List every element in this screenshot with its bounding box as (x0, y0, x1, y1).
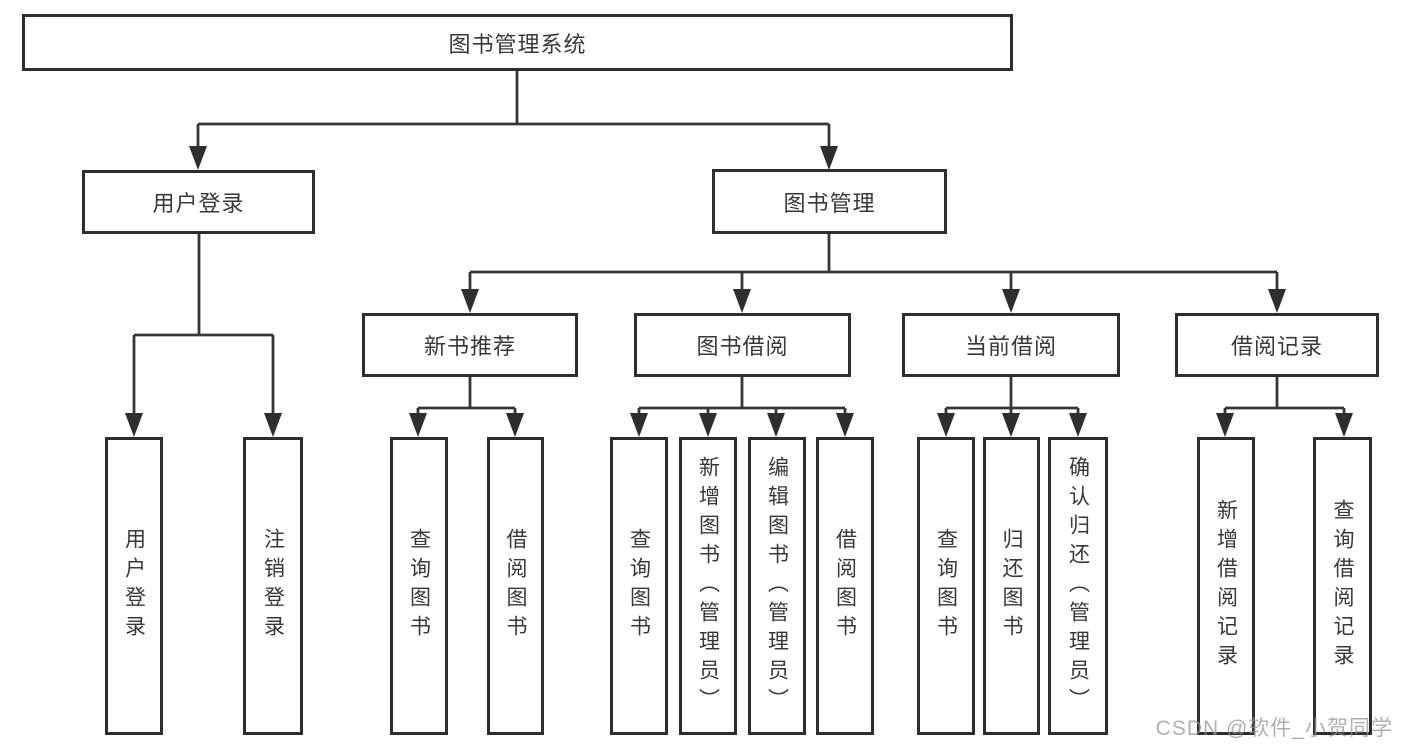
node-leaf-logout: 注销登录 (243, 437, 303, 735)
node-leaf-edit-books-admin: 编辑图书（管理员） (748, 437, 806, 735)
node-current-borrowing: 当前借阅 (902, 313, 1120, 377)
node-leaf-add-borrow-record: 新增借阅记录 (1197, 437, 1255, 735)
node-user-login: 用户登录 (82, 170, 315, 234)
node-leaf-return-books: 归还图书 (983, 437, 1040, 735)
node-leaf-query-books-current: 查询图书 (917, 437, 975, 735)
csdn-watermark: CSDN @软件_小贺同学 (1155, 717, 1393, 740)
node-leaf-confirm-return-admin: 确认归还（管理员） (1048, 437, 1108, 735)
node-leaf-borrow-books-borrow: 借阅图书 (816, 437, 874, 735)
node-leaf-query-books-borrow: 查询图书 (610, 437, 668, 735)
node-new-book-recommend: 新书推荐 (362, 313, 578, 377)
node-leaf-add-books-admin: 新增图书（管理员） (679, 437, 737, 735)
node-root: 图书管理系统 (22, 14, 1013, 71)
node-book-management: 图书管理 (712, 169, 947, 234)
node-book-borrowing: 图书借阅 (634, 313, 851, 377)
node-borrowing-records: 借阅记录 (1175, 313, 1379, 377)
node-leaf-query-books-rec: 查询图书 (390, 437, 448, 735)
node-leaf-user-login: 用户登录 (105, 437, 163, 735)
node-leaf-query-borrow-record: 查询借阅记录 (1313, 437, 1372, 735)
node-leaf-borrow-books-rec: 借阅图书 (487, 437, 544, 735)
